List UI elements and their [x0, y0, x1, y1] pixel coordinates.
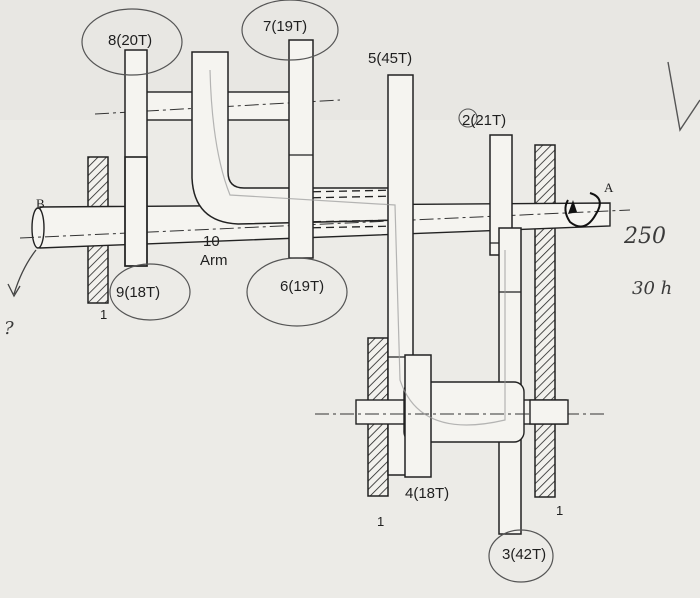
- label-frame-bottom-left: 1: [377, 514, 385, 529]
- label-gear-8: 8(20T): [108, 32, 153, 49]
- countershaft-hub: [403, 381, 525, 443]
- shaft-end-b: [31, 207, 45, 249]
- label-frame-left: 1: [100, 307, 108, 322]
- label-gear-3: 3(42T): [502, 546, 547, 563]
- gear-3: [498, 227, 522, 535]
- label-arm-number: 10: [203, 233, 220, 250]
- label-gear-2: 2(21T): [462, 112, 507, 129]
- label-gear-9: 9(18T): [116, 284, 161, 301]
- label-gear-4: 4(18T): [405, 485, 450, 502]
- label-frame-bottom-right: 1: [556, 503, 564, 518]
- handwritten-unknown: ?: [4, 318, 14, 339]
- gear-7: [288, 39, 314, 259]
- label-arm: Arm: [200, 252, 228, 269]
- label-shaft-b: B: [36, 196, 45, 211]
- label-gear-7: 7(19T): [263, 18, 308, 35]
- handwritten-power: 30 h: [632, 278, 673, 299]
- label-gear-6: 6(19T): [280, 278, 325, 295]
- handwritten-speed: 250: [624, 224, 666, 249]
- gear-8: [124, 49, 148, 267]
- label-shaft-a: A: [604, 180, 614, 195]
- rotation-arrow-a: [564, 192, 601, 228]
- label-gear-5: 5(45T): [368, 50, 413, 67]
- frame-wall-right: [534, 144, 556, 498]
- output-arrow: [13, 249, 37, 295]
